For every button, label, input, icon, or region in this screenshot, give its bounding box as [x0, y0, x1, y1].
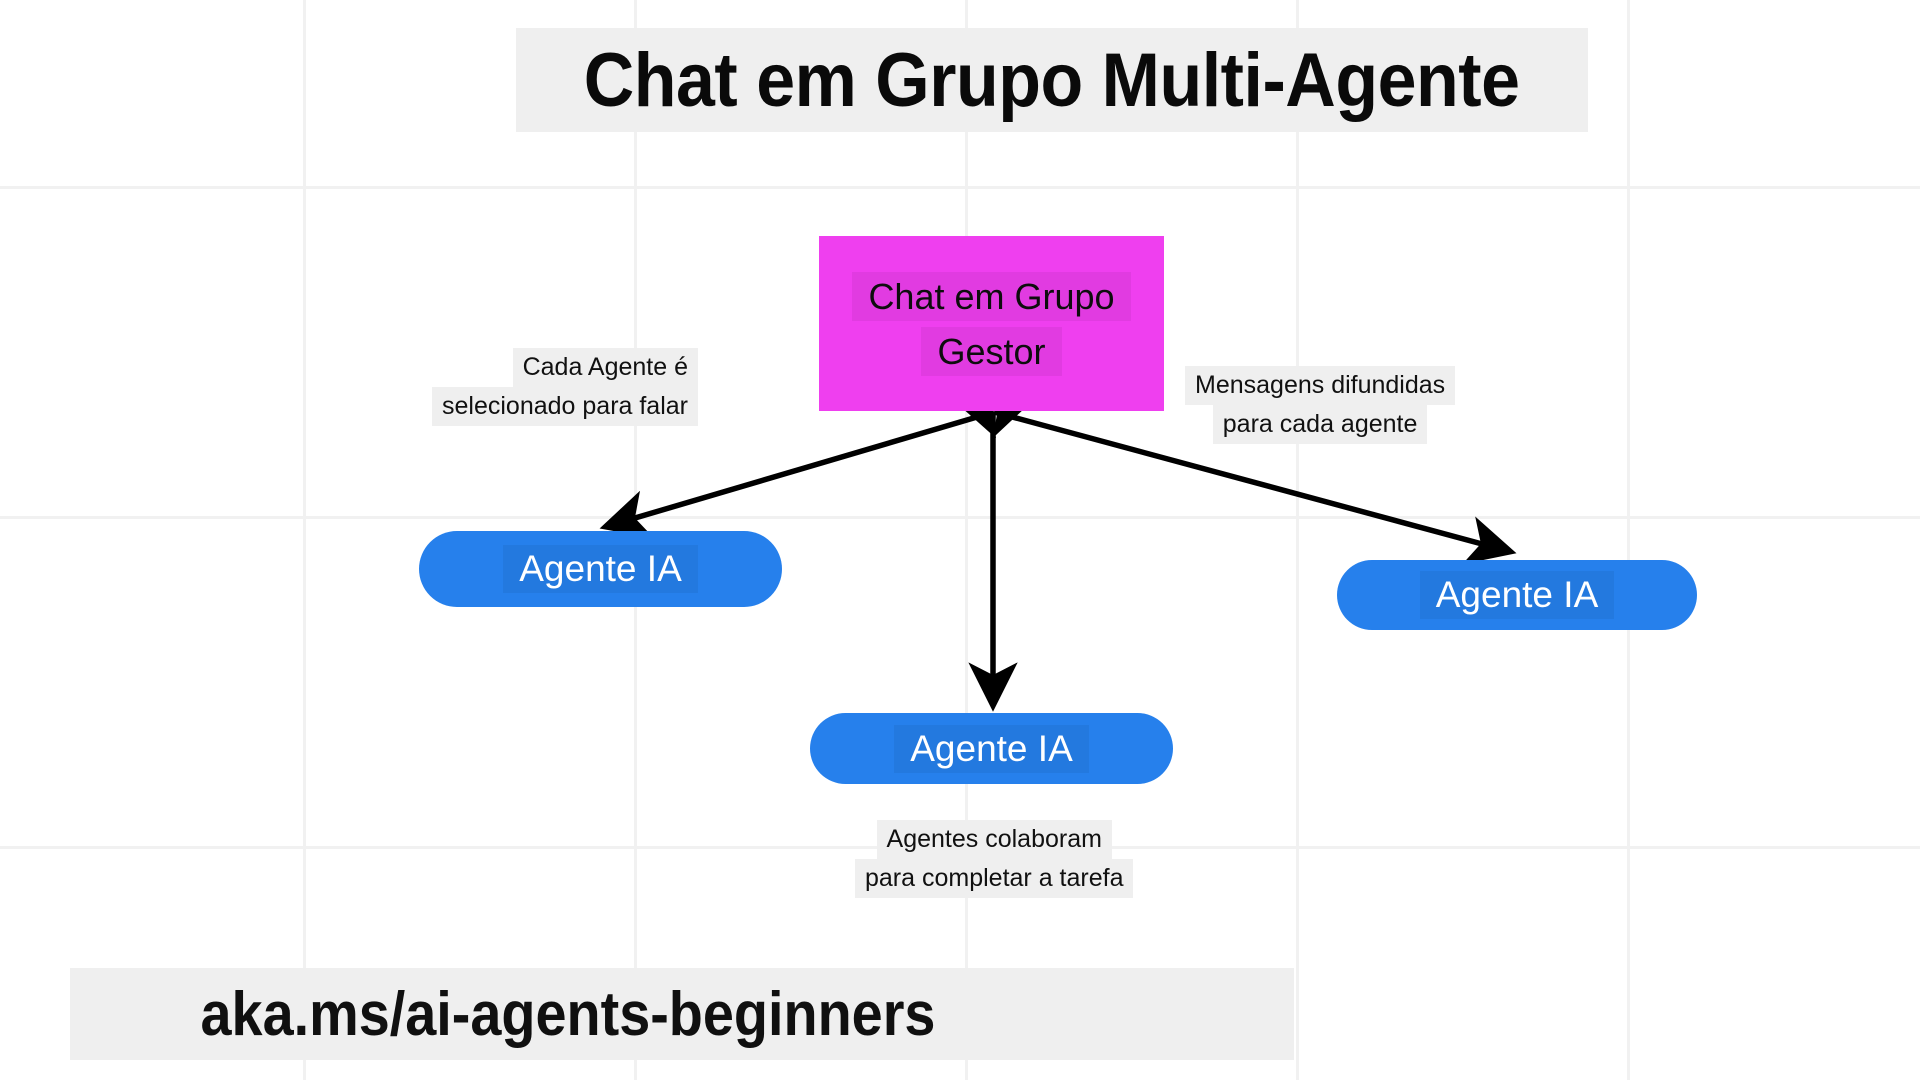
- manager-label-line-1: Chat em Grupo: [852, 271, 1131, 321]
- agent-left-label: Agente IA: [503, 545, 698, 593]
- manager-label-line-2: Gestor: [921, 326, 1062, 376]
- annotation-right-line-2: para cada agente: [1212, 405, 1428, 444]
- page-title: Chat em Grupo Multi-Agente: [584, 37, 1520, 123]
- annotation-agent-selection: Cada Agente é selecionado para falar: [432, 348, 698, 426]
- footer-url[interactable]: aka.ms/ai-agents-beginners: [200, 979, 936, 1049]
- annotation-bottom-line-2: para completar a tarefa: [855, 859, 1134, 898]
- annotation-left-line-1: Cada Agente é: [512, 348, 698, 387]
- grid-line-vertical: [1296, 0, 1299, 1080]
- grid-line-vertical: [1627, 0, 1630, 1080]
- grid-line-horizontal: [0, 516, 1920, 519]
- agent-right-label: Agente IA: [1419, 571, 1615, 619]
- annotation-left-line-2: selecionado para falar: [432, 387, 698, 426]
- node-agent-right[interactable]: Agente IA: [1337, 560, 1697, 630]
- annotation-agent-collaboration: Agentes colaboram para completar a taref…: [855, 820, 1134, 898]
- connector-manager-to-agent-left: [599, 390, 1034, 539]
- footer-url-band: aka.ms/ai-agents-beginners: [70, 968, 1294, 1060]
- node-agent-bottom[interactable]: Agente IA: [810, 713, 1173, 784]
- node-agent-left[interactable]: Agente IA: [419, 531, 782, 607]
- annotation-message-broadcast: Mensagens difundidas para cada agente: [1185, 366, 1456, 444]
- node-group-chat-manager[interactable]: Chat em Grupo Gestor: [819, 236, 1164, 411]
- grid-line-vertical: [303, 0, 306, 1080]
- annotation-bottom-line-1: Agentes colaboram: [876, 820, 1112, 859]
- annotation-right-line-1: Mensagens difundidas: [1185, 366, 1456, 405]
- page-title-band: Chat em Grupo Multi-Agente: [516, 28, 1588, 132]
- grid-line-vertical: [965, 0, 968, 1080]
- agent-bottom-label: Agente IA: [894, 724, 1089, 773]
- grid-line-horizontal: [0, 186, 1920, 189]
